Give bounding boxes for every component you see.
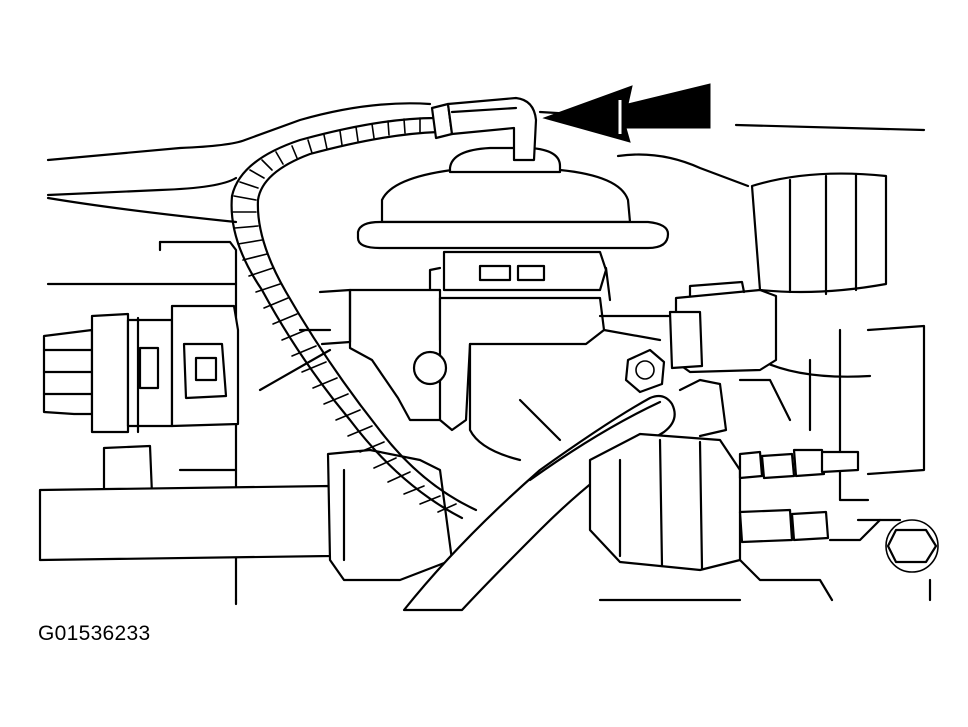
valve-body xyxy=(318,288,672,462)
front-hose xyxy=(402,394,676,612)
egr-valve xyxy=(356,146,670,302)
pointer-arrow xyxy=(542,83,711,143)
lower-tube xyxy=(38,448,454,582)
bolt-right xyxy=(856,518,939,602)
misc-lines xyxy=(234,398,742,606)
figure-id-label: G01536233 xyxy=(38,622,151,645)
wiring-harness xyxy=(230,96,538,520)
vacuum-fittings xyxy=(588,378,882,602)
connector-left xyxy=(42,304,240,496)
connector-right xyxy=(624,280,778,394)
cylinder-right xyxy=(616,153,926,502)
